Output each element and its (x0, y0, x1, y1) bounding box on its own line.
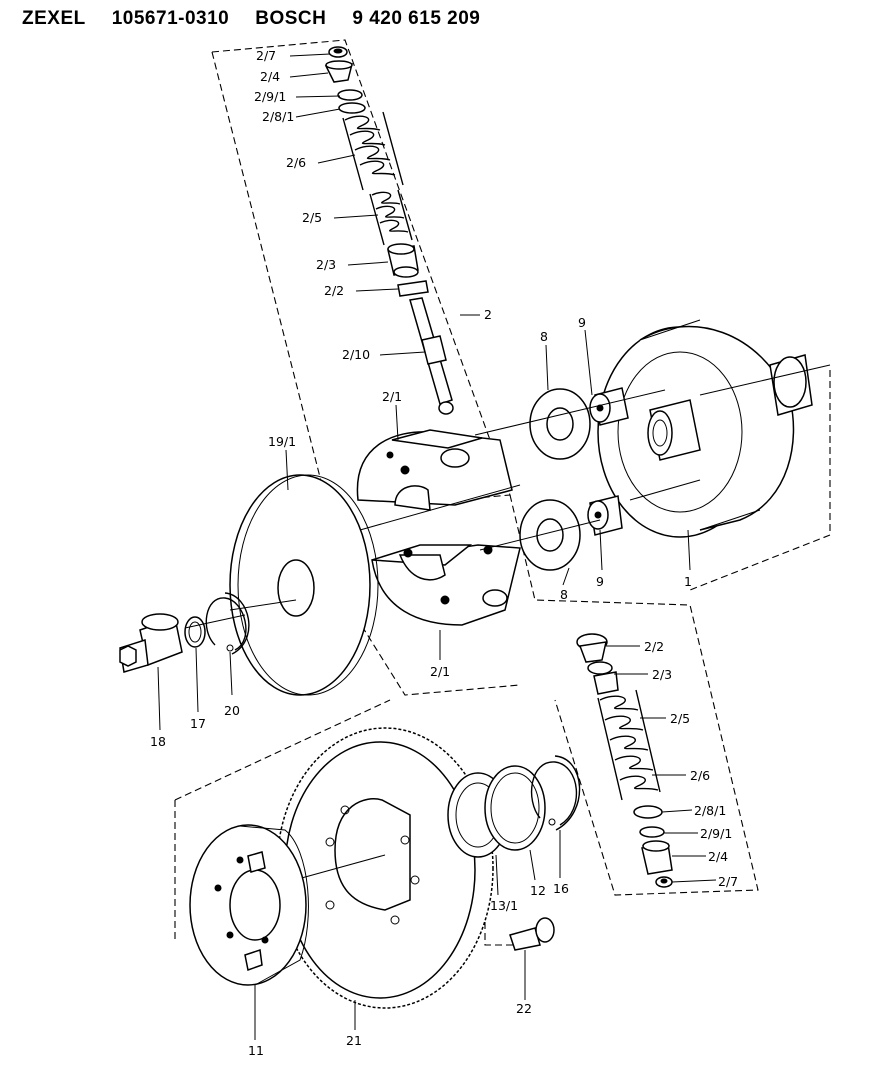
callout-9-upper: 9 (578, 315, 586, 330)
callout-9-lower: 9 (596, 574, 604, 589)
right-housing (474, 319, 831, 571)
callout-2-9-1-upper: 2/9/1 (254, 89, 286, 104)
callout-16: 16 (553, 881, 569, 896)
leader-lines (157, 53, 717, 1040)
callout-19-1: 19/1 (268, 434, 296, 449)
brand-bosch: BOSCH (255, 8, 327, 29)
callout-8-lower: 8 (560, 587, 568, 602)
hub-11 (189, 824, 309, 986)
diagram-header: ZEXEL 105671-0310 BOSCH 9 420 615 209 (22, 8, 506, 30)
callout-2: 2 (484, 307, 492, 322)
callout-2-7-lower: 2/7 (718, 874, 738, 889)
callout-2-3-lower: 2/3 (652, 667, 672, 682)
callout-2-4-lower: 2/4 (708, 849, 728, 864)
brand-zexel: ZEXEL (22, 8, 86, 29)
callout-13-1: 13/1 (490, 898, 518, 913)
callout-11: 11 (248, 1043, 264, 1058)
lower-valve-stack (576, 633, 673, 888)
callout-labels: 2/7 2/4 2/9/1 2/8/1 2/6 2/5 2/3 2/2 2 2/… (150, 48, 738, 1058)
part-number-bosch: 9 420 615 209 (352, 8, 481, 29)
callout-2-5-upper: 2/5 (302, 210, 322, 225)
callout-22: 22 (516, 1001, 532, 1016)
callout-2-4-upper: 2/4 (260, 69, 280, 84)
rings-and-bolt (447, 755, 581, 951)
upper-valve-stack (324, 46, 454, 415)
callout-2-5-lower: 2/5 (670, 711, 690, 726)
callout-18: 18 (150, 734, 166, 749)
callout-8-upper: 8 (540, 329, 548, 344)
callout-21: 21 (346, 1033, 362, 1048)
callout-2-8-1-lower: 2/8/1 (694, 803, 726, 818)
callout-2-10: 2/10 (342, 347, 370, 362)
callout-17: 17 (190, 716, 206, 731)
callout-2-6-lower: 2/6 (690, 768, 710, 783)
callout-1: 1 (684, 574, 692, 589)
callout-2-3-upper: 2/3 (316, 257, 336, 272)
callout-2-6-upper: 2/6 (286, 155, 306, 170)
part-number-zexel: 105671-0310 (111, 8, 230, 29)
central-hub (356, 429, 521, 626)
small-parts-left (119, 592, 250, 673)
callout-12: 12 (530, 883, 546, 898)
callout-20: 20 (224, 703, 240, 718)
callout-2-2-lower: 2/2 (644, 639, 664, 654)
callout-2-1-lower: 2/1 (430, 664, 450, 679)
gear-21 (239, 727, 494, 1009)
callout-2-8-1-upper: 2/8/1 (262, 109, 294, 124)
callout-2-9-1-lower: 2/9/1 (700, 826, 732, 841)
assembly-outline-upper (211, 39, 831, 896)
callout-2-7-upper: 2/7 (256, 48, 276, 63)
callout-2-1-upper: 2/1 (382, 389, 402, 404)
disc-19-1 (229, 474, 379, 696)
callout-2-2-upper: 2/2 (324, 283, 344, 298)
